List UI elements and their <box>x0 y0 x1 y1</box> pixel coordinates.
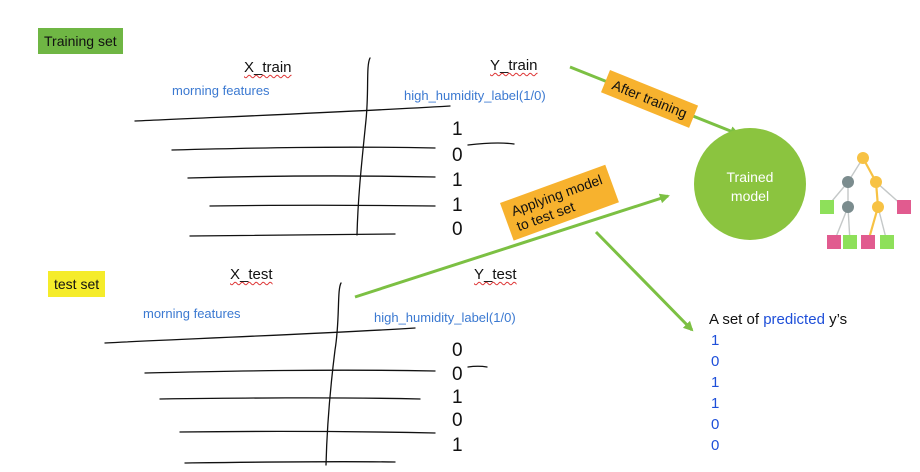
training-labels-description: high_humidity_label(1/0) <box>404 88 546 103</box>
decision-tree-icon <box>820 152 911 249</box>
predictions-arrow <box>594 230 694 332</box>
test-labels-description: high_humidity_label(1/0) <box>374 310 516 325</box>
test-label-value: 1 <box>452 387 463 408</box>
test-label-value: 0 <box>452 340 463 361</box>
training-label-value: 0 <box>452 145 463 166</box>
x-train-header: X_train <box>244 59 292 76</box>
test-set-badge: test set <box>48 271 106 297</box>
trained-model-label: Trained model <box>694 168 806 206</box>
trained-model-label-line1: Trained <box>726 169 774 185</box>
predicted-value: 0 <box>711 353 720 370</box>
training-set-badge: Training set <box>38 28 123 54</box>
training-table-row-line <box>134 105 451 122</box>
test-label-value: 1 <box>452 435 463 456</box>
training-table-divider <box>356 57 371 236</box>
predicted-value: 1 <box>711 332 720 349</box>
test-label-value: 0 <box>452 410 463 431</box>
predicted-title-highlight: predicted <box>763 311 825 328</box>
trained-model-label-line2: model <box>730 188 770 204</box>
test-label-tick <box>467 365 488 368</box>
test-table-row-line <box>144 369 436 374</box>
test-table-row-line <box>184 460 396 464</box>
y-train-header: Y_train <box>490 57 538 74</box>
predicted-title: A set of predicted y’s <box>709 311 847 328</box>
test-features-label: morning features <box>143 306 241 321</box>
x-test-header: X_test <box>230 266 273 283</box>
training-label-value: 0 <box>452 219 463 240</box>
training-table-row-line <box>209 204 436 207</box>
training-table-sketch <box>134 57 515 237</box>
training-table-row-line <box>187 175 436 179</box>
training-label-value: 1 <box>452 170 463 191</box>
trained-model-circle <box>694 128 806 240</box>
predicted-value: 1 <box>711 395 720 412</box>
predicted-title-prefix: A set of <box>709 311 764 328</box>
training-table-row-line <box>189 233 396 237</box>
test-table-row-line <box>104 327 416 344</box>
training-features-label: morning features <box>172 83 270 98</box>
x-train-header-text: X_train <box>244 59 292 76</box>
predicted-value: 0 <box>711 416 720 433</box>
test-table-divider <box>325 282 342 466</box>
y-test-header-text: Y_test <box>474 266 517 283</box>
predicted-title-suffix: y’s <box>824 311 848 328</box>
predicted-value: 1 <box>711 374 720 391</box>
y-train-header-text: Y_train <box>490 57 538 74</box>
apply-model-arrow <box>354 193 670 299</box>
test-label-value: 0 <box>452 364 463 385</box>
test-table-row-line <box>179 430 436 434</box>
training-label-value: 1 <box>452 119 463 140</box>
test-table-sketch <box>104 282 488 466</box>
training-label-tick <box>467 142 515 146</box>
predicted-values-list: 1 0 1 1 0 0 <box>711 330 719 456</box>
training-table-row-line <box>171 146 436 151</box>
predicted-value: 0 <box>711 437 720 454</box>
y-test-header: Y_test <box>474 266 517 283</box>
training-label-value: 1 <box>452 195 463 216</box>
x-test-header-text: X_test <box>230 266 273 283</box>
test-table-row-line <box>159 397 421 400</box>
